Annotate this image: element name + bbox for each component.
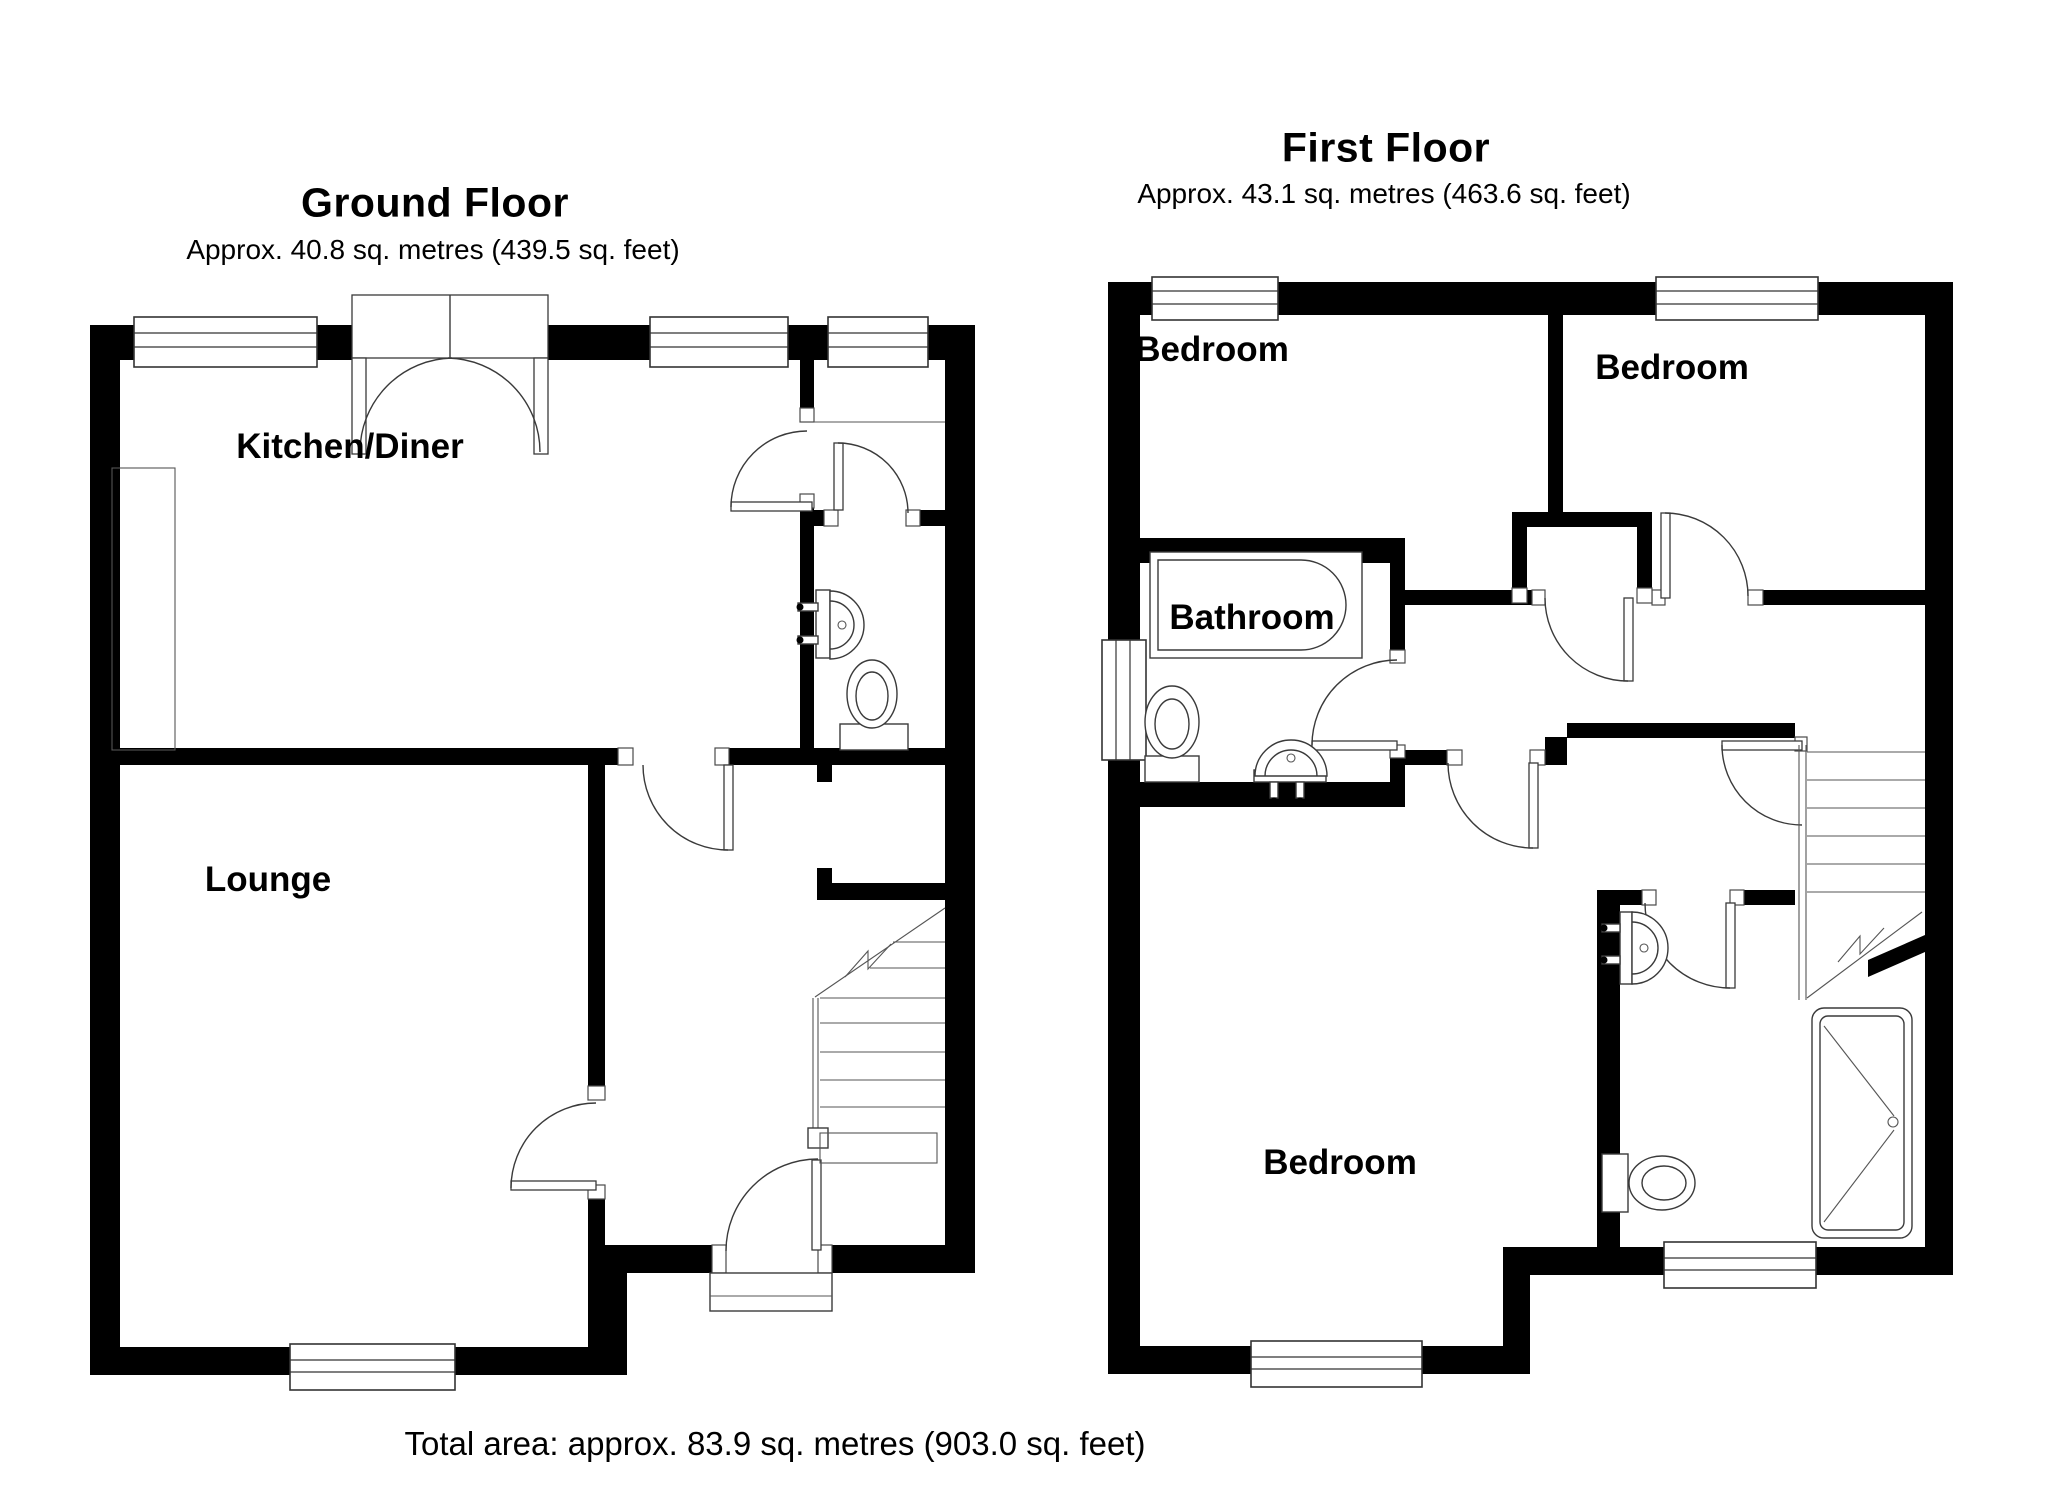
room-label-bedroom2: Bedroom xyxy=(1595,348,1749,387)
first-floor-area: Approx. 43.1 sq. metres (463.6 sq. feet) xyxy=(1137,178,1631,209)
room-label-kitchen: Kitchen/Diner xyxy=(236,427,464,466)
kitchen-counter xyxy=(111,467,176,751)
ensuite-sink xyxy=(1600,911,1669,985)
wc-toilet xyxy=(839,659,909,751)
ground-floor-area: Approx. 40.8 sq. metres (439.5 sq. feet) xyxy=(186,234,680,265)
door xyxy=(510,430,909,1252)
door xyxy=(1311,512,1803,989)
ensuite-toilet xyxy=(1601,1153,1696,1213)
bathroom-toilet xyxy=(1144,685,1200,783)
total-area-label: Total area: approx. 83.9 sq. metres (903… xyxy=(404,1425,1146,1462)
jamb xyxy=(617,747,634,766)
ground-floor-title: Ground Floor xyxy=(301,179,569,226)
first-floor-title: First Floor xyxy=(1281,124,1491,171)
room-label-bedroom3: Bedroom xyxy=(1263,1143,1417,1182)
stairs-first xyxy=(1798,745,1925,1000)
bath-tub xyxy=(1149,551,1363,659)
ground-floor-plan xyxy=(90,294,975,1391)
room-label-lounge: Lounge xyxy=(204,860,332,899)
room-label-bedroom1: Bedroom xyxy=(1135,330,1289,369)
front-door-threshold xyxy=(709,1272,833,1312)
french-doors xyxy=(351,294,549,455)
window xyxy=(133,316,929,1391)
first-floor-plan xyxy=(1101,276,1953,1388)
wc-sink xyxy=(796,589,865,660)
shower xyxy=(1811,1007,1913,1239)
stairs-ground xyxy=(807,907,946,1164)
room-label-bathroom: Bathroom xyxy=(1169,598,1335,637)
window xyxy=(1101,276,1819,1388)
bathroom-sink xyxy=(1253,739,1328,805)
